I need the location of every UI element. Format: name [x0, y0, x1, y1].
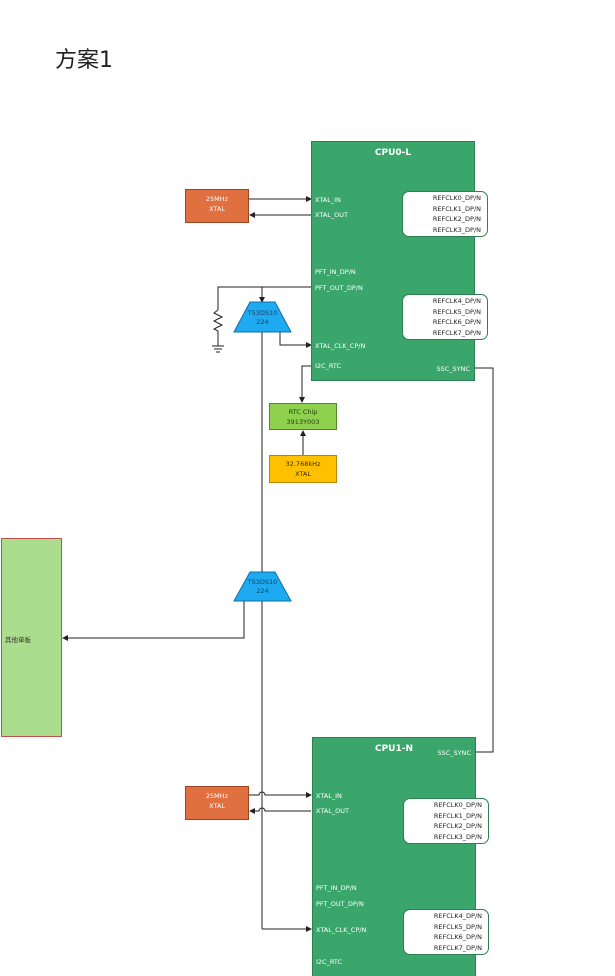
other-board-box: 其他单板: [1, 538, 62, 737]
buffer2-suffix: 224: [256, 587, 269, 595]
refclk-label: REFCLK7_DP/N: [432, 328, 481, 337]
refclk-label: REFCLK6_DP/N: [432, 318, 481, 326]
cpu0-title: CPU0-L: [374, 148, 412, 158]
cpu1-pin-pft-out: PFT_OUT_DP/N: [316, 900, 364, 908]
rtc-chip-part: 3913Y003: [286, 418, 320, 426]
rtc-xtal-box: 32.768kHz XTAL: [269, 455, 337, 483]
buffer1-shape: [233, 301, 292, 333]
wire-xtal1-out: [249, 807, 311, 814]
wire-pft-out-buffer: [259, 286, 311, 303]
rtc-chip-box: RTC Chip 3913Y003: [269, 403, 337, 430]
wire-xtal1-in: [249, 791, 312, 798]
rtc-chip-name: RTC Chip: [288, 408, 318, 416]
cpu0-pin-pft-out: PFT_OUT_DP/N: [315, 284, 363, 292]
cpu0-pin-pft-in: PFT_IN_DP/N: [315, 268, 356, 276]
cpu0-block: CPU0-L XTAL_IN XTAL_OUT PFT_IN_DP/N PFT_…: [311, 141, 488, 381]
buffer2-label: TS3DS10 224: [234, 578, 291, 596]
xtal1-label: XTAL: [209, 802, 225, 810]
page-title: 方案1: [55, 48, 113, 73]
cpu1-pin-pft-in: PFT_IN_DP/N: [316, 884, 357, 892]
buffer1-label: TS3DS10 224: [234, 309, 291, 327]
refclk-label: REFCLK3_DP/N: [433, 832, 482, 841]
cpu0-pin-xtal-out: XTAL_OUT: [315, 211, 348, 219]
refclk-label: REFCLK2_DP/N: [433, 822, 482, 830]
cpu0-refclk-group1: REFCLK0_DP/N REFCLK1_DP/N REFCLK2_DP/N R…: [402, 191, 488, 237]
resistor-symbol: [212, 309, 224, 346]
refclk-label: REFCLK4_DP/N: [432, 297, 481, 305]
wire-buffer-xtal-clk: [279, 332, 312, 348]
wire-resistor-top: [217, 286, 262, 310]
cpu1-block: CPU1-N SSC_SYNC XTAL_IN XTAL_OUT PFT_IN_…: [312, 737, 489, 976]
cpu0-pin-xtal-clk: XTAL_CLK_CP/N: [315, 342, 366, 350]
buffer1-suffix: 224: [256, 318, 269, 326]
cpu1-pin-i2c-rtc: I2C_RTC: [316, 958, 343, 966]
xtal0-label: XTAL: [209, 205, 225, 213]
cpu0-pin-i2c-rtc: I2C_RTC: [315, 362, 342, 370]
xtal1-freq: 25MHz: [205, 792, 229, 800]
buffer2-shape: [233, 571, 292, 602]
refclk-label: REFCLK1_DP/N: [433, 811, 482, 820]
buffer1-part: TS3DS10: [247, 309, 278, 317]
cpu1-pin-xtal-in: XTAL_IN: [316, 792, 342, 800]
cpu1-refclk-group2: REFCLK4_DP/N REFCLK5_DP/N REFCLK6_DP/N R…: [403, 909, 489, 955]
wire-i2c-rtc: [299, 365, 311, 403]
wire-ssc-sync: [475, 367, 494, 753]
cpu1-title: CPU1-N: [374, 744, 414, 754]
refclk-label: REFCLK1_DP/N: [432, 204, 481, 213]
cpu1-pin-ssc-sync: SSC_SYNC: [437, 749, 471, 757]
refclk-label: REFCLK4_DP/N: [433, 912, 482, 920]
cpu0-pin-xtal-in: XTAL_IN: [315, 196, 341, 204]
cpu0-pin-ssc-sync: SSC_SYNC: [436, 365, 470, 373]
refclk-label: REFCLK0_DP/N: [433, 801, 482, 809]
cpu0-refclk-group2: REFCLK4_DP/N REFCLK5_DP/N REFCLK6_DP/N R…: [402, 294, 488, 340]
other-board-label: 其他单板: [5, 636, 31, 644]
xtal0-freq: 25MHz: [205, 195, 229, 203]
refclk-label: REFCLK5_DP/N: [433, 922, 482, 931]
rtc-xtal-freq: 32.768kHz: [285, 460, 321, 468]
refclk-label: REFCLK7_DP/N: [433, 943, 482, 952]
xtal0-box: 25MHz XTAL: [185, 189, 249, 223]
rtc-xtal-label: XTAL: [295, 470, 311, 478]
refclk-label: REFCLK0_DP/N: [432, 194, 481, 202]
refclk-label: REFCLK5_DP/N: [432, 307, 481, 316]
cpu1-refclk-group1: REFCLK0_DP/N REFCLK1_DP/N REFCLK2_DP/N R…: [403, 798, 489, 844]
wire-other-board: [62, 601, 245, 641]
buffer2-part: TS3DS10: [247, 578, 278, 586]
refclk-label: REFCLK3_DP/N: [432, 225, 481, 234]
refclk-label: REFCLK6_DP/N: [433, 933, 482, 941]
cpu1-pin-xtal-clk: XTAL_CLK_CP/N: [316, 926, 367, 934]
refclk-label: REFCLK2_DP/N: [432, 215, 481, 223]
xtal1-box: 25MHz XTAL: [185, 786, 249, 820]
cpu1-pin-xtal-out: XTAL_OUT: [316, 807, 349, 815]
